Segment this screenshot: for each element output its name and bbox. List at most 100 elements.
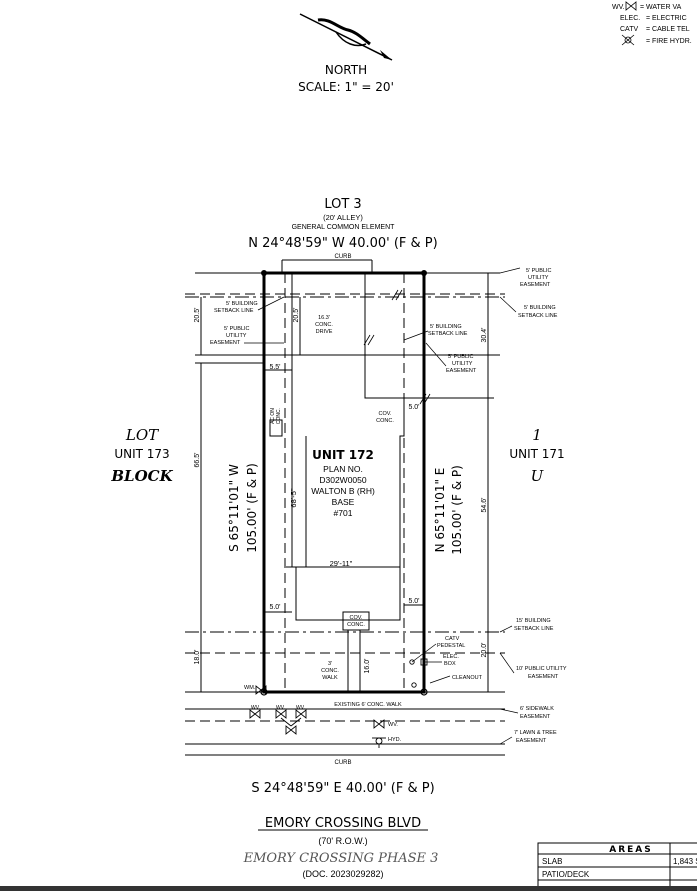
water-meter-icon [255,685,267,695]
top-bearing: N 24°48'59" W 40.00' (F & P) [248,236,437,251]
bsl-left-2: SETBACK LINE [214,308,254,314]
catv-pedestal-icon [409,659,415,665]
pue-right-top-3: EASEMENT [520,282,551,288]
sidewalk-2: EASEMENT [520,714,551,720]
wv-label-3: WV. [296,705,305,711]
dim-5-0-top: 5.0' [408,404,419,411]
areas-title: AREAS [609,845,653,855]
pue-left-1: 5' PUBLIC [224,326,250,332]
elec-2: BOX [444,661,456,667]
lot-boundary [262,271,426,694]
areas-table: AREAS SLAB 1,843 S PATIO/DECK [537,842,697,891]
walk-1: 3' [328,661,332,667]
wm-label: WM. [244,685,256,691]
base-label: BASE [332,497,355,507]
alley-label: (20' ALLEY) [323,213,363,222]
sidewalk-1: 6' SIDEWALK [520,706,554,712]
left-lot-label: LOT [125,426,159,444]
left-unit-label: UNIT 173 [114,447,169,461]
walk-2: CONC. [321,668,339,674]
legend: WV. = WATER VA ELEC. = ELECTRIC CATV = C… [612,1,692,46]
areas-row-label: SLAB [542,857,562,866]
elec-box-icon [420,658,428,666]
water-valve-icon [625,1,637,11]
street-name: EMORY CROSSING BLVD [265,816,421,831]
row-label: (70' R.O.W.) [318,836,367,846]
dim-20-5-left: 20.5' [194,308,201,323]
drive-1: 16.3' [318,315,330,321]
pue-left-2: UTILITY [226,333,247,339]
legend-code-elec: ELEC. [620,15,640,22]
bottom-curb-label: CURB [334,760,351,766]
drive-3: DRIVE [316,329,333,335]
legend-text-catv: = CABLE TEL [646,26,690,33]
walk-3: WALK [322,675,338,681]
water-valve-icon [295,709,307,719]
right-block-label: U [531,467,545,485]
west-distance: 105.00' (F & P) [245,463,259,553]
unit-depth: 68'-5" [289,488,298,507]
cleanout-label: CLEANOUT [452,675,483,681]
east-bearing: N 65°11'01" E [433,468,447,553]
legend-text-hyd: = FIRE HYDR. [646,38,692,45]
lawn-1: 7' LAWN & TREE [514,730,557,736]
lawn-2: EASEMENT [516,738,547,744]
bsl-right-top-2: SETBACK LINE [518,313,558,319]
alley-curb [281,259,373,274]
pue-inner-2: UTILITY [452,361,473,367]
water-valve-icon [249,709,261,719]
top-lot-label: LOT 3 [324,197,361,212]
leader-lines [244,267,521,745]
corner-pin [261,270,267,276]
legend-text-wv: = WATER VA [640,4,682,11]
unit-width: 29'-11" [330,559,353,568]
hatch-marks [363,289,431,405]
bsl-inner-1: 5' BUILDING [430,324,462,330]
corner-pin [260,688,268,696]
plan-label: PLAN NO. [323,464,363,474]
elec-1: ELEC. [443,654,459,660]
pue-inner-1: 5' PUBLIC [448,354,474,360]
top-curb-label: CURB [334,254,351,260]
pue-right-top-1: 5' PUBLIC [526,268,552,274]
pue-right-top-2: UTILITY [528,275,549,281]
bottom-bearing: S 24°48'59" E 40.00' (F & P) [251,781,434,796]
dim-16-0: 16.0' [364,659,371,674]
fire-hydrant-icon [621,34,635,46]
bottom-bar [0,886,697,891]
north-label: NORTH [325,63,367,77]
bsl-15-2: SETBACK LINE [514,626,554,632]
water-valve-icon [275,709,287,719]
catv-2: PEDESTAL [437,643,465,649]
corner-pin [421,270,427,276]
bsl-right-top-1: 5' BUILDING [524,305,556,311]
right-dimensions [404,273,494,692]
pue-10-1: 10' PUBLIC UTILITY [516,666,567,672]
cov-top-1: COV. [379,411,392,417]
water-valve-icon [373,719,385,729]
areas-row-value: 1,843 S [673,857,697,866]
bsl-left-1: 5' BUILDING [226,301,258,307]
common-element-label: GENERAL COMMON ELEMENT [292,224,396,231]
ac-1: AC ON [270,408,276,424]
legend-code-catv: CATV [620,26,638,33]
dim-66-5: 66.5' [194,453,201,468]
dim-5-0-right: 5.0' [408,598,419,605]
legend-text-elec: = ELECTRIC [646,15,687,22]
dim-5-0-left: 5.0' [269,604,280,611]
existing-walk-label: EXISTING 6' CONC. WALK [334,702,402,708]
dim-18-0: 18.0' [194,650,201,665]
dim-5-5: 5.5' [269,364,280,371]
scale-label: SCALE: 1" = 20' [298,80,394,94]
wv-label-1: WV. [251,705,260,711]
doc-number: (DOC. 2023029282) [302,869,383,879]
cov-bottom-2: CONC. [347,622,365,628]
subdivision-name: EMORY CROSSING PHASE 3 [243,851,439,866]
wv-label-right: WV. [388,722,398,728]
dim-20-5-mid: 20.5' [293,308,300,323]
hyd-label: HYD. [388,737,402,743]
unit-number: #701 [334,508,353,518]
drive-2: CONC. [315,322,333,328]
left-block-label: BLOCK [110,467,173,485]
cov-bottom-1: COV. [350,615,363,621]
